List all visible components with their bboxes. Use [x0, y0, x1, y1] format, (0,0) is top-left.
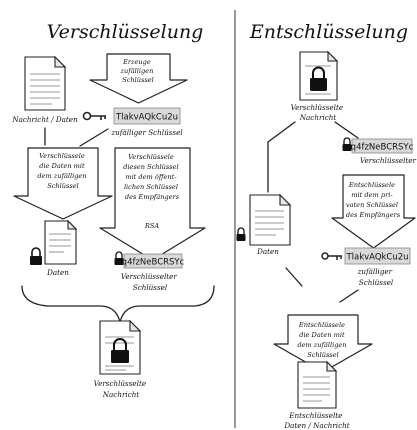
- message-label: Nachricht / Daten: [11, 115, 78, 124]
- lock-icon: [236, 227, 246, 241]
- lock-icon: [114, 251, 124, 265]
- generate-key-arrow: [89, 53, 188, 104]
- random-key-box: [113, 107, 181, 125]
- encrypted-message-label: Verschlüsselte Nachricht: [94, 379, 149, 399]
- lock-icon: [342, 137, 352, 151]
- encrypted-data-icon: [249, 193, 292, 246]
- encrypted-message-icon: [299, 50, 339, 101]
- connector-line: [339, 289, 359, 303]
- decrypt-data-text: Entschlüssele die Daten mit dem zufällig…: [297, 321, 348, 359]
- lock-icon: [30, 247, 42, 265]
- connector-line: [285, 267, 303, 287]
- random-key-value: TlakvAQkCu2u: [345, 253, 408, 263]
- message-document-icon: [24, 55, 67, 111]
- right-title: Entschlüsselung: [249, 21, 408, 43]
- encrypt-data-text: Verschlüssele die Daten mit dem zufällig…: [37, 152, 88, 190]
- combine-brace: [21, 285, 215, 323]
- data-label: Daten: [46, 268, 69, 277]
- rsa-label: RSA: [144, 222, 159, 230]
- encrypted-key-box: [123, 253, 183, 269]
- encrypted-data-icon: [44, 219, 78, 265]
- decrypted-message-label: Entschlüsselte Daten / Nachricht: [283, 411, 349, 430]
- encrypt-key-text: Verschlüssele diesen Schlüssel mit dem ö…: [123, 153, 181, 201]
- connector-line: [334, 121, 359, 139]
- decrypt-key-text: Entschlüssele mit dem pri- vaten Schlüss…: [346, 181, 401, 219]
- generate-arrow-text: Erzeuge zufälligen Schlüssel: [120, 58, 156, 84]
- encrypted-message-label: Verschlüsselte Nachricht: [291, 103, 346, 122]
- random-key-box: [344, 247, 411, 265]
- encrypted-key-label: Verschlüsselter Schlüssel: [121, 272, 179, 292]
- random-key-label: zufälliger Schlüssel: [357, 267, 395, 287]
- random-key-value: TlakvAQkCu2u: [115, 113, 178, 123]
- encrypted-key-label: Verschlüsselter Schlüssel: [360, 156, 417, 165]
- key-icon: [82, 111, 106, 121]
- left-title: Verschlüsselung: [47, 21, 204, 43]
- key-icon: [321, 252, 342, 260]
- encrypt-data-arrow: [13, 147, 113, 220]
- encrypted-key-box: [351, 138, 413, 154]
- random-key-label: zufälliger Schlüssel: [110, 128, 182, 137]
- lock-icon: [111, 338, 129, 363]
- encrypted-key-value: q4fzNeBCRSYc: [122, 258, 185, 268]
- connector-line: [267, 121, 296, 193]
- encrypt-key-arrow: [99, 147, 206, 261]
- encrypted-key-value: q4fzNeBCRSYc: [351, 143, 414, 153]
- data-label: Daten: [256, 247, 279, 256]
- decrypted-message-icon: [297, 360, 338, 409]
- decrypt-data-arrow: [273, 314, 373, 373]
- decrypt-key-arrow: [331, 174, 416, 249]
- connector-line: [79, 128, 109, 147]
- encrypted-message-icon: [99, 319, 142, 375]
- lock-icon: [310, 66, 327, 91]
